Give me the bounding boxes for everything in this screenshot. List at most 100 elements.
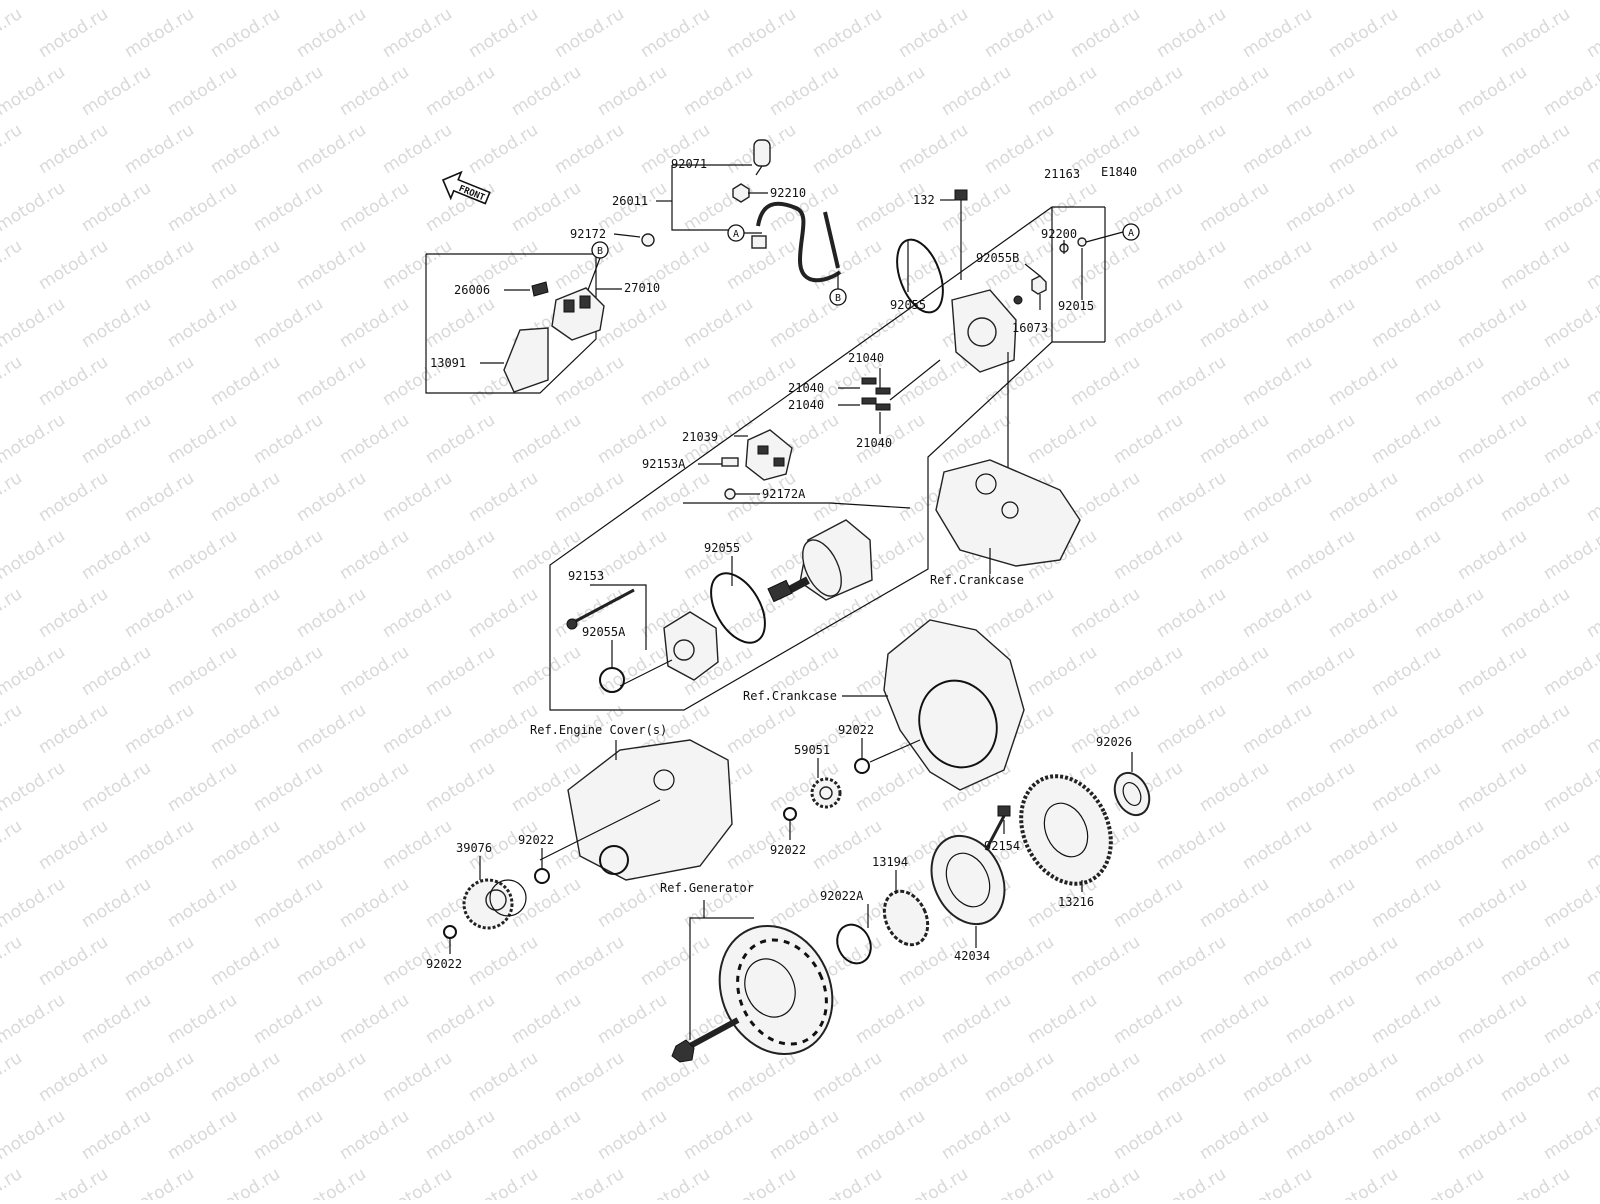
watermark-text: motod.ru: [938, 1106, 1015, 1164]
watermark-text: motod.ru: [852, 758, 929, 816]
gear-hub: [485, 889, 507, 911]
watermark-text: motod.ru: [508, 642, 585, 700]
watermark-text: motod.ru: [1368, 62, 1445, 120]
watermark-text: motod.ru: [1411, 932, 1488, 990]
watermark-text: motod.ru: [35, 816, 112, 874]
watermark-text: motod.ru: [551, 1164, 628, 1200]
watermark-text: motod.ru: [1196, 758, 1273, 816]
watermark-text: motod.ru: [1110, 874, 1187, 932]
watermark-text: motod.ru: [1024, 642, 1101, 700]
watermark-text: motod.ru: [1067, 932, 1144, 990]
watermark-text: motod.ru: [1411, 236, 1488, 294]
watermark-text: motod.ru: [1540, 62, 1600, 120]
watermark-text: motod.ru: [1368, 1106, 1445, 1164]
watermark-text: motod.ru: [1239, 1164, 1316, 1200]
centerline: [539, 799, 661, 861]
watermark-text: motod.ru: [895, 352, 972, 410]
watermark-text: motod.ru: [78, 874, 155, 932]
watermark-text: motod.ru: [809, 4, 886, 62]
watermark-text: motod.ru: [35, 4, 112, 62]
watermark-text: motod.ru: [78, 178, 155, 236]
engine-cover-boss: [653, 769, 675, 791]
watermark-text: motod.ru: [1239, 816, 1316, 874]
watermark-text: motod.ru: [0, 1106, 69, 1164]
watermark-text: motod.ru: [551, 932, 628, 990]
watermark-text: motod.ru: [0, 352, 26, 410]
part-92026: 92026: [1096, 735, 1132, 749]
watermark-text: motod.ru: [1110, 990, 1187, 1048]
watermark-text: motod.ru: [35, 1048, 112, 1106]
brush-holder: [745, 429, 793, 481]
watermark-text: motod.ru: [336, 1106, 413, 1164]
battery-cable-cap: [753, 139, 771, 167]
ref-crankcase-mid: Ref.Crankcase: [743, 689, 837, 703]
brush: [773, 457, 785, 467]
watermark-text: motod.ru: [0, 62, 69, 120]
watermark-text: motod.ru: [336, 0, 413, 4]
nut-icon: [1077, 237, 1087, 247]
watermark-text: motod.ru: [1368, 642, 1445, 700]
watermark-text: motod.ru: [379, 4, 456, 62]
watermark-text: motod.ru: [121, 932, 198, 990]
watermark-text: motod.ru: [1282, 0, 1359, 4]
watermark-text: motod.ru: [766, 1106, 843, 1164]
leader-92055B: [1024, 263, 1041, 277]
watermark-text: motod.ru: [809, 1164, 886, 1200]
relay-cover: [503, 327, 549, 393]
watermark-text: motod.ru: [1454, 410, 1531, 468]
part-26006: 26006: [454, 283, 490, 297]
watermark-text: motod.ru: [1239, 468, 1316, 526]
watermark-text: motod.ru: [1110, 410, 1187, 468]
watermark-text: motod.ru: [1583, 352, 1600, 410]
watermark-text: motod.ru: [164, 642, 241, 700]
watermark-text: motod.ru: [78, 1106, 155, 1164]
watermark-text: motod.ru: [78, 0, 155, 4]
watermark-text: motod.ru: [293, 700, 370, 758]
ref-crankcase-top: Ref.Crankcase: [930, 573, 1024, 587]
bolt-head-icon: [671, 1039, 695, 1063]
watermark-text: motod.ru: [1454, 62, 1531, 120]
rotor-hub: [744, 958, 796, 1018]
watermark-text: motod.ru: [164, 0, 241, 4]
watermark-text: motod.ru: [1411, 4, 1488, 62]
watermark-text: motod.ru: [1239, 236, 1316, 294]
watermark-text: motod.ru: [1454, 526, 1531, 584]
watermark-text: motod.ru: [938, 990, 1015, 1048]
watermark-text: motod.ru: [1153, 584, 1230, 642]
watermark-text: motod.ru: [766, 0, 843, 4]
watermark-text: motod.ru: [1110, 62, 1187, 120]
part-21040-left-b: 21040: [788, 398, 824, 412]
watermark-text: motod.ru: [1454, 642, 1531, 700]
watermark-text: motod.ru: [379, 468, 456, 526]
watermark-text: motod.ru: [1497, 352, 1574, 410]
watermark-text: motod.ru: [465, 932, 542, 990]
watermark-text: motod.ru: [551, 120, 628, 178]
svg-text:A: A: [733, 229, 739, 240]
part-21039: 21039: [682, 430, 718, 444]
centerline: [889, 359, 941, 401]
watermark-text: motod.ru: [1325, 1048, 1402, 1106]
watermark-text: motod.ru: [1196, 294, 1273, 352]
watermark-text: motod.ru: [1110, 1106, 1187, 1164]
watermark-text: motod.ru: [938, 178, 1015, 236]
watermark-text: motod.ru: [0, 468, 26, 526]
watermark-text: motod.ru: [422, 758, 499, 816]
watermark-text: motod.ru: [938, 62, 1015, 120]
starter-assembly-frame: [549, 206, 1053, 711]
callout-a-right: A: [1122, 223, 1140, 241]
watermark-text: motod.ru: [594, 642, 671, 700]
watermark-text: motod.ru: [1282, 410, 1359, 468]
watermark-text: motod.ru: [1196, 178, 1273, 236]
watermark-text: motod.ru: [121, 120, 198, 178]
centerline: [619, 659, 673, 687]
watermark-text: motod.ru: [35, 236, 112, 294]
watermark-text: motod.ru: [508, 62, 585, 120]
watermark-text: motod.ru: [465, 584, 542, 642]
watermark-text: motod.ru: [336, 62, 413, 120]
watermark-text: motod.ru: [1540, 294, 1600, 352]
watermark-text: motod.ru: [0, 526, 69, 584]
watermark-text: motod.ru: [422, 0, 499, 4]
gear-small-stage: [489, 879, 527, 917]
watermark-text: motod.ru: [1153, 236, 1230, 294]
watermark-text: motod.ru: [1454, 758, 1531, 816]
